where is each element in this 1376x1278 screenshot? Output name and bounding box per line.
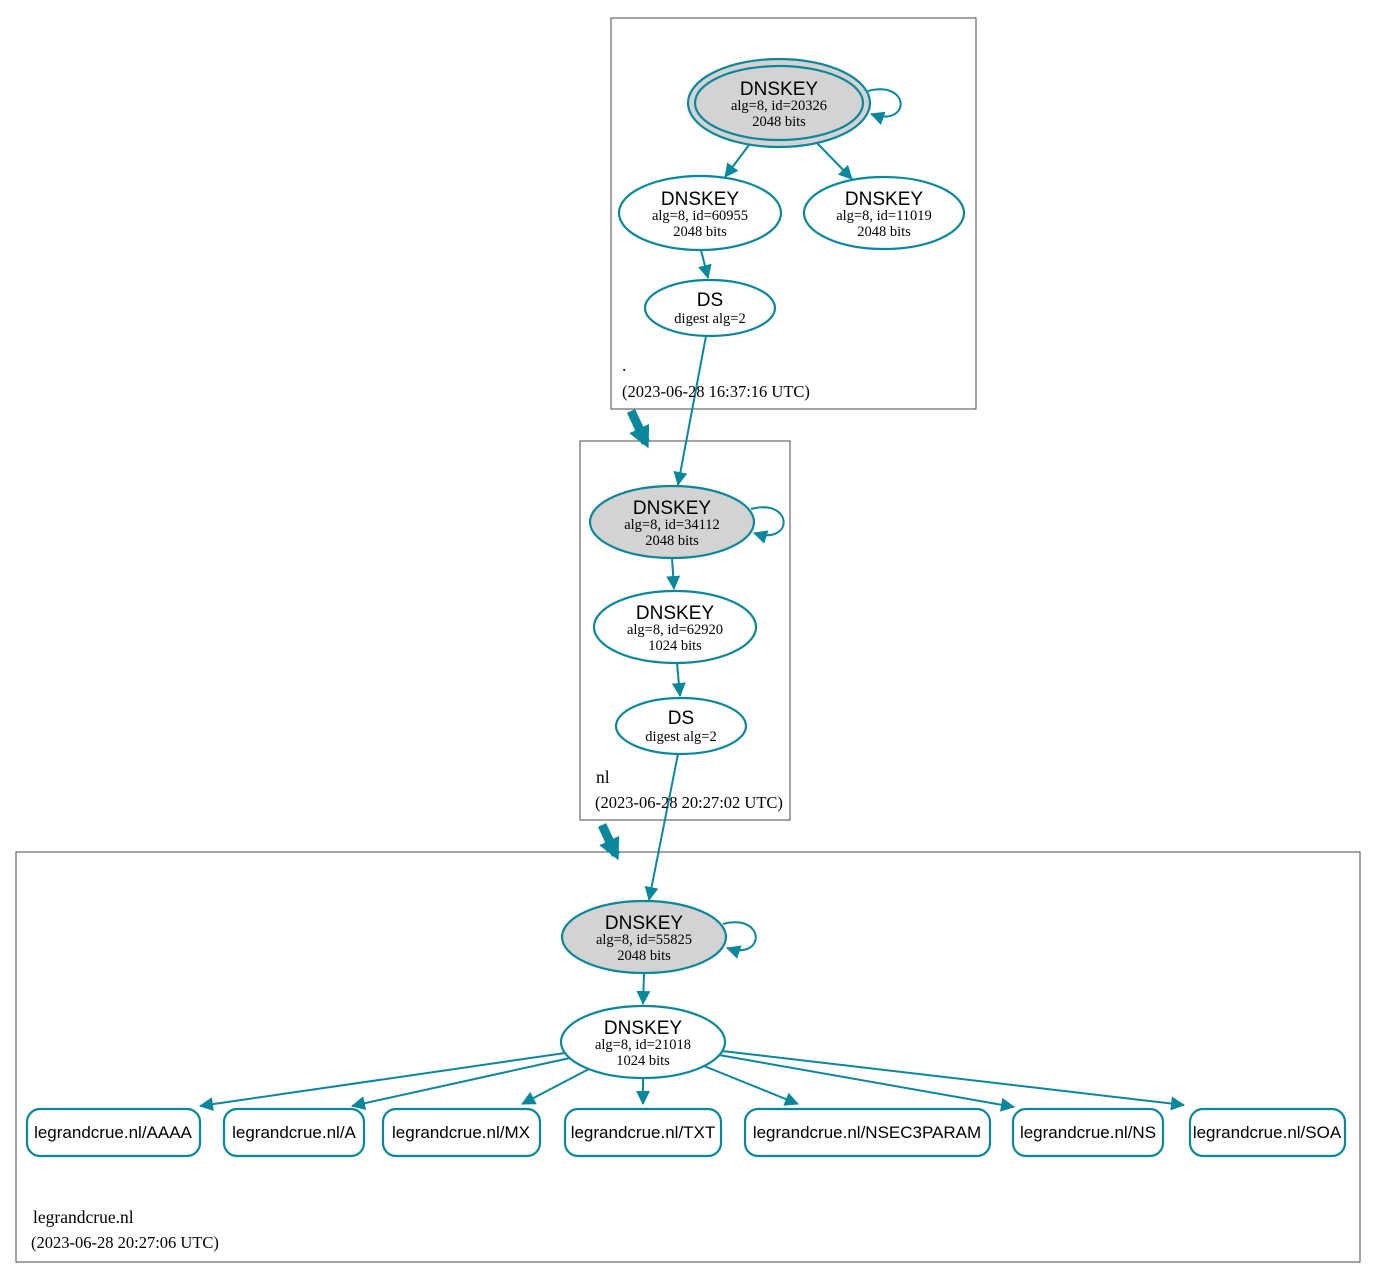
edge-zsk-to-rrset-mx <box>521 1068 590 1105</box>
dnskey-11019-ellipse <box>802 175 966 251</box>
ds-node-root: DS digest alg=2 <box>643 278 777 338</box>
rrset-label: legrandcrue.nl/AAAA <box>34 1123 192 1142</box>
edge-nl-ksk-to-zsk <box>666 557 681 590</box>
node-detail: alg=8, id=21018 <box>595 1037 691 1053</box>
rrset-label: legrandcrue.nl/A <box>232 1123 356 1142</box>
dnskey-34112-ellipse <box>588 484 756 560</box>
node-detail: alg=8, id=62920 <box>627 622 723 638</box>
node-type: DS <box>668 708 694 729</box>
node-detail: alg=8, id=55825 <box>596 932 692 948</box>
rrset-soa-box <box>1188 1107 1347 1158</box>
dnskey-node-34112: DNSKEY alg=8, id=34112 2048 bits <box>588 484 756 560</box>
node-type: DNSKEY <box>845 189 923 210</box>
dnskey-20326-inner-ellipse <box>693 64 865 142</box>
rrset-mx-box <box>381 1107 542 1158</box>
zone-label-legrandcrue-nl: legrandcrue.nl <box>33 1207 134 1227</box>
ds-nl-ellipse <box>614 696 748 756</box>
edge-delegation-nl-to-legrandcrue <box>597 823 621 861</box>
rrset-node-a: legrandcrue.nl/A <box>222 1107 366 1158</box>
edge-zsk-to-rrset-aaaa <box>199 1052 566 1112</box>
dnskey-node-20326: DNSKEY alg=8, id=20326 2048 bits <box>686 57 872 149</box>
node-type: DS <box>697 290 723 311</box>
dnskey-node-21018: DNSKEY alg=8, id=21018 1024 bits <box>559 1004 727 1080</box>
rrset-nsec3param-box <box>743 1107 992 1158</box>
node-detail: 1024 bits <box>616 1053 670 1069</box>
edge-root-zsk-to-ds <box>698 249 712 279</box>
rrset-label: legrandcrue.nl/MX <box>392 1123 530 1142</box>
zone-label-root: . <box>622 355 626 375</box>
dnskey-60955-ellipse <box>617 174 783 252</box>
node-detail: 2048 bits <box>645 533 699 549</box>
dnskey-21018-ellipse <box>559 1004 727 1080</box>
zone-timestamp-root: (2023-06-28 16:37:16 UTC) <box>622 382 810 401</box>
edge-zsk-to-rrset-a <box>351 1057 571 1111</box>
dnskey-62920-ellipse <box>592 589 758 665</box>
rrset-a-box <box>222 1107 366 1158</box>
zone-box-nl <box>579 440 791 821</box>
zone-timestamp-legrandcrue-nl: (2023-06-28 20:27:06 UTC) <box>31 1233 219 1252</box>
edge-zsk-to-rrset-ns <box>718 1054 1015 1112</box>
edge-root-ksk-self-sign <box>867 88 902 125</box>
edge-zsk-to-rrset-soa <box>721 1050 1185 1111</box>
dnskey-node-11019: DNSKEY alg=8, id=11019 2048 bits <box>802 175 966 251</box>
edge-nl-ds-to-legrandcrue-ksk <box>644 753 679 901</box>
node-detail: 2048 bits <box>617 948 671 964</box>
edge-delegation-root-to-nl <box>626 409 651 449</box>
rrset-label: legrandcrue.nl/NSEC3PARAM <box>753 1123 981 1142</box>
rrset-label: legrandcrue.nl/TXT <box>571 1123 716 1142</box>
edge-nl-ksk-self-sign <box>750 506 785 544</box>
rrset-label: legrandcrue.nl/SOA <box>1193 1123 1342 1142</box>
node-detail: alg=8, id=60955 <box>652 208 748 224</box>
rrset-ns-box <box>1011 1107 1165 1158</box>
dnskey-node-60955: DNSKEY alg=8, id=60955 2048 bits <box>617 174 783 252</box>
edge-nl-zsk-to-ds <box>671 662 686 697</box>
rrset-label: legrandcrue.nl/NS <box>1020 1123 1156 1142</box>
node-type: DNSKEY <box>633 498 711 519</box>
edge-root-ds-to-nl-ksk <box>673 335 707 486</box>
ds-root-ellipse <box>643 278 777 338</box>
edge-zsk-to-rrset-nsec3param <box>703 1065 799 1106</box>
ds-node-nl: DS digest alg=2 <box>614 696 748 756</box>
node-type: DNSKEY <box>661 189 739 210</box>
edge-legrandcrue-ksk-to-zsk <box>636 972 651 1005</box>
rrset-aaaa-box <box>25 1107 202 1158</box>
rrset-node-nsec3param: legrandcrue.nl/NSEC3PARAM <box>743 1107 992 1158</box>
dnskey-node-55825: DNSKEY alg=8, id=55825 2048 bits <box>560 899 728 975</box>
dnskey-55825-ellipse <box>560 899 728 975</box>
node-type: DNSKEY <box>740 79 818 100</box>
dnskey-node-62920: DNSKEY alg=8, id=62920 1024 bits <box>592 589 758 665</box>
node-detail: alg=8, id=34112 <box>624 517 720 533</box>
node-detail: 2048 bits <box>673 224 727 240</box>
rrset-node-txt: legrandcrue.nl/TXT <box>563 1107 723 1158</box>
node-type: DNSKEY <box>604 1018 682 1039</box>
zone-timestamp-nl: (2023-06-28 20:27:02 UTC) <box>595 793 783 812</box>
node-type: DNSKEY <box>636 603 714 624</box>
node-detail: alg=8, id=20326 <box>731 98 827 114</box>
zone-box-legrandcrue-nl <box>15 851 1361 1263</box>
edge-root-ksk-to-zsk-60955 <box>724 144 750 178</box>
node-detail: 2048 bits <box>752 114 806 130</box>
rrset-node-ns: legrandcrue.nl/NS <box>1011 1107 1165 1158</box>
rrset-node-mx: legrandcrue.nl/MX <box>381 1107 542 1158</box>
rrset-node-soa: legrandcrue.nl/SOA <box>1188 1107 1347 1158</box>
node-detail: alg=8, id=11019 <box>836 208 932 224</box>
edge-root-ksk-to-zsk-11019 <box>816 142 853 180</box>
node-detail: digest alg=2 <box>645 729 716 745</box>
zone-box-root <box>610 17 977 410</box>
zone-label-nl: nl <box>596 767 610 787</box>
node-detail: 2048 bits <box>857 224 911 240</box>
rrset-node-aaaa: legrandcrue.nl/AAAA <box>25 1107 202 1158</box>
node-detail: 1024 bits <box>648 638 702 654</box>
dnskey-20326-outer-ellipse <box>686 57 872 149</box>
edge-legrandcrue-ksk-self-sign <box>722 921 757 959</box>
node-detail: digest alg=2 <box>674 311 745 327</box>
node-type: DNSKEY <box>605 913 683 934</box>
rrset-txt-box <box>563 1107 723 1158</box>
